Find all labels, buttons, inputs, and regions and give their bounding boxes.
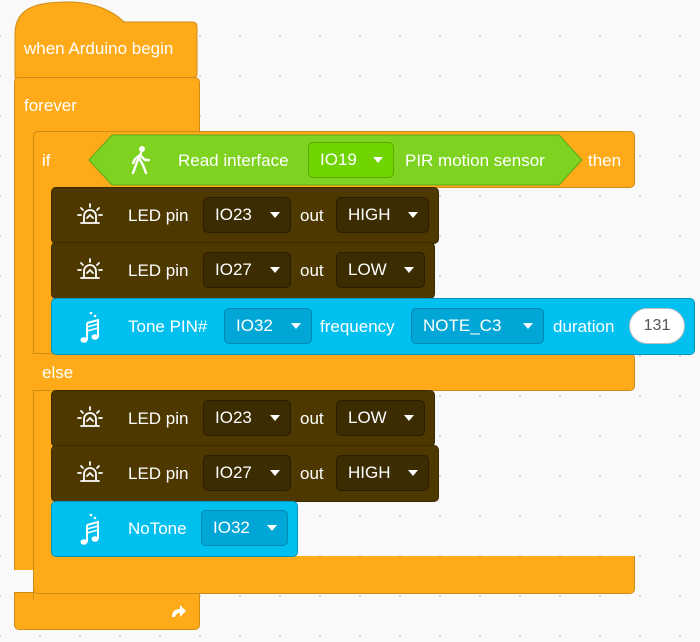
condition-sensor-label: PIR motion sensor (405, 151, 545, 170)
led-level-value: HIGH (348, 463, 391, 482)
chevron-down-icon (408, 470, 418, 476)
led-pin-value: IO23 (215, 205, 252, 224)
duration-input[interactable]: 131 (629, 308, 685, 344)
out-label: out (300, 261, 324, 280)
then-label: then (588, 151, 622, 170)
tone-label: Tone PIN# (128, 317, 208, 336)
led-pin-value: IO27 (215, 463, 252, 482)
else-label: else (42, 363, 74, 382)
music-note-icon (80, 311, 99, 343)
note-dropdown[interactable]: NOTE_C3 (411, 308, 544, 344)
led-level-value: HIGH (348, 205, 391, 224)
forever-block-arm (14, 130, 34, 570)
chevron-down-icon (523, 323, 533, 329)
led-pin-value: IO23 (215, 408, 252, 427)
chevron-down-icon (373, 157, 383, 163)
led-level-value: LOW (348, 260, 387, 279)
walking-person-icon (131, 146, 151, 175)
led-label: LED pin (128, 261, 189, 280)
frequency-label: frequency (320, 317, 395, 336)
led-label: LED pin (128, 206, 189, 225)
chevron-down-icon (270, 212, 280, 218)
repeat-arrow-icon (172, 605, 186, 617)
out-label: out (300, 409, 324, 428)
out-label: out (300, 464, 324, 483)
chevron-down-icon (270, 470, 280, 476)
tone-pin-value: IO32 (236, 316, 273, 335)
alarm-light-icon (77, 406, 103, 427)
notone-pin-value: IO32 (213, 518, 250, 537)
led-label: LED pin (128, 409, 189, 428)
condition-label: Read interface (178, 151, 289, 170)
tone-block[interactable] (51, 298, 695, 355)
led-pin-dropdown[interactable]: IO23 (203, 400, 291, 436)
forever-block[interactable] (14, 77, 200, 133)
out-label: out (300, 206, 324, 225)
alarm-light-icon (77, 258, 103, 279)
chevron-down-icon (404, 267, 414, 273)
led-pin-value: IO27 (215, 260, 252, 279)
tone-pin-dropdown[interactable]: IO32 (224, 308, 312, 344)
notone-pin-dropdown[interactable]: IO32 (201, 510, 288, 546)
chevron-down-icon (404, 415, 414, 421)
alarm-light-icon (77, 461, 103, 482)
chevron-down-icon (408, 212, 418, 218)
led-level-dropdown[interactable]: HIGH (336, 455, 429, 491)
condition-pin-dropdown[interactable]: IO19 (308, 142, 394, 178)
led-level-value: LOW (348, 408, 387, 427)
led-level-dropdown[interactable]: HIGH (336, 197, 429, 233)
led-pin-dropdown[interactable]: IO27 (203, 252, 291, 288)
if-label: if (42, 151, 51, 170)
chevron-down-icon (270, 415, 280, 421)
led-level-dropdown[interactable]: LOW (336, 400, 425, 436)
notone-label: NoTone (128, 519, 187, 538)
hat-block[interactable] (14, 0, 198, 80)
if-block-footer (33, 556, 635, 594)
forever-label: forever (24, 96, 77, 115)
chevron-down-icon (270, 267, 280, 273)
led-pin-dropdown[interactable]: IO27 (203, 455, 291, 491)
music-note-icon (80, 513, 99, 545)
duration-label: duration (553, 317, 615, 336)
else-section (33, 353, 635, 391)
alarm-light-icon (77, 203, 103, 224)
note-value: NOTE_C3 (423, 316, 502, 335)
led-level-dropdown[interactable]: LOW (336, 252, 425, 288)
chevron-down-icon (291, 323, 301, 329)
chevron-down-icon (267, 525, 277, 531)
condition-pin-value: IO19 (320, 150, 357, 169)
hat-block-label: when Arduino begin (24, 39, 174, 58)
led-pin-dropdown[interactable]: IO23 (203, 197, 291, 233)
led-label: LED pin (128, 464, 189, 483)
